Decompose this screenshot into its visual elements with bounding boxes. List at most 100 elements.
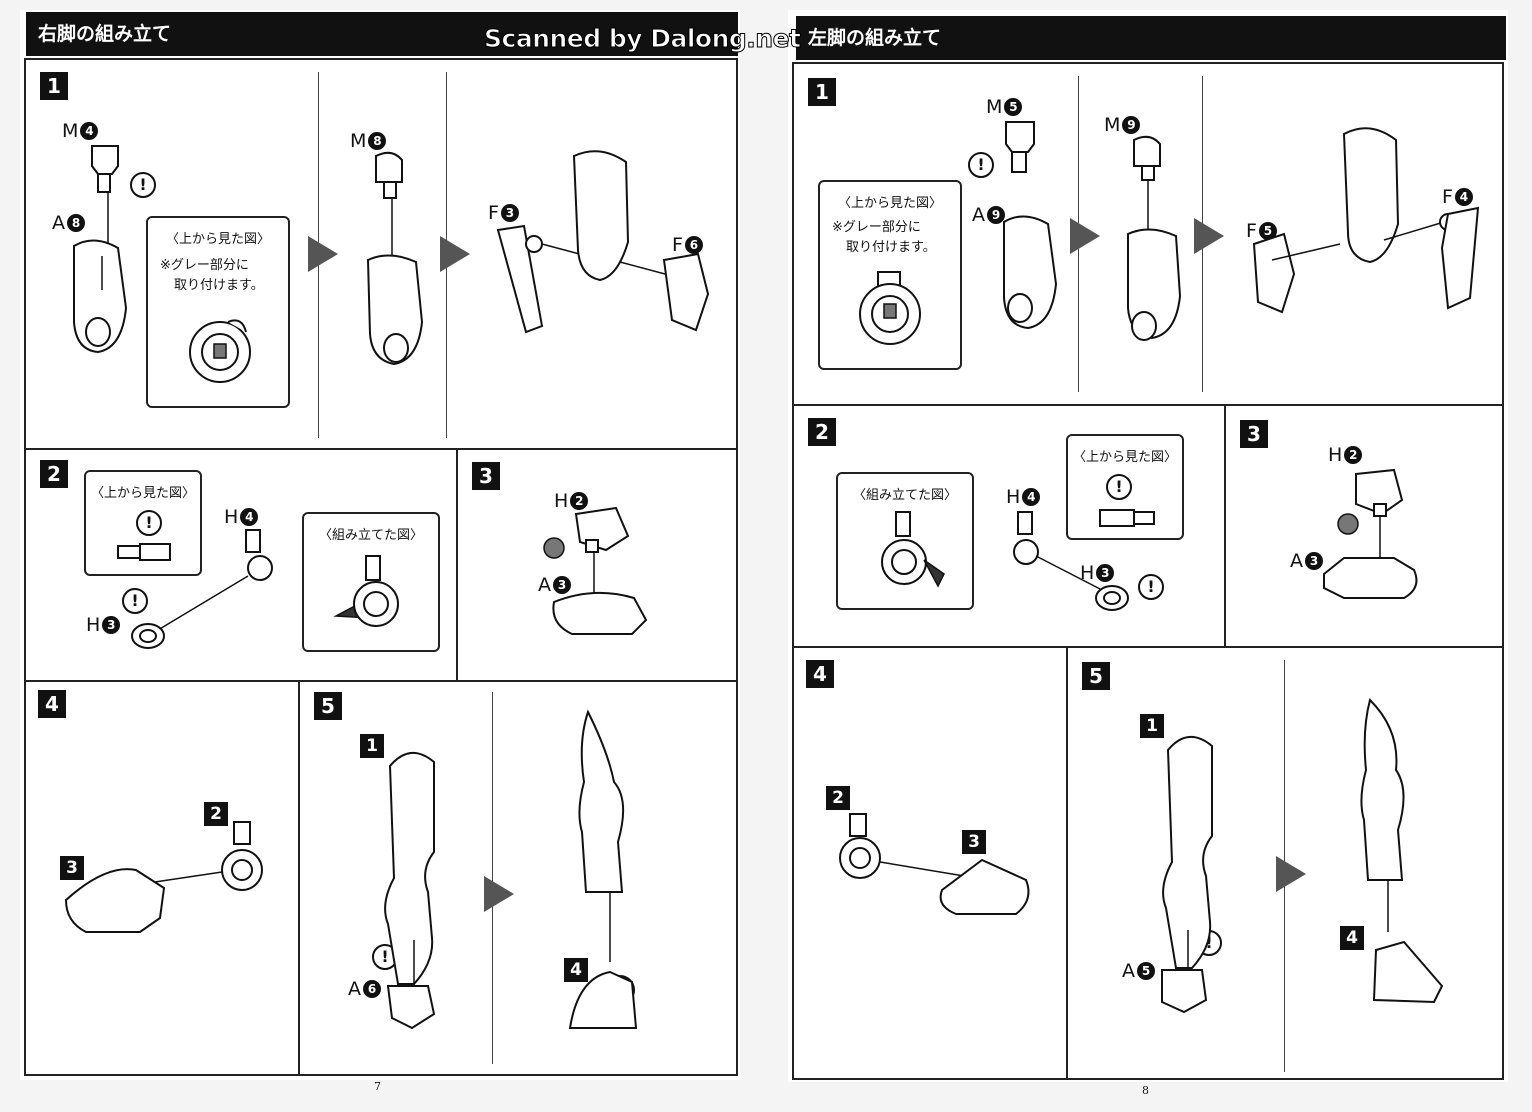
caution-icon: ! (968, 152, 994, 178)
top-view-callout: 〈上から見た図〉 ! (1066, 434, 1184, 540)
part-number: 4 (80, 122, 99, 140)
callout-note: ※グレー部分に (160, 258, 249, 273)
part-m8-illustration (366, 151, 424, 366)
next-arrow-icon (440, 236, 470, 272)
caution-icon: ! (136, 510, 162, 536)
sub-part-number-1: 1 (1140, 714, 1164, 738)
step-number-4: 4 (38, 690, 66, 718)
top-view-illustration (189, 319, 251, 383)
part-letter: H (224, 506, 239, 528)
part-number: 6 (363, 980, 381, 998)
part-number: 9 (987, 206, 1005, 224)
leg-part-a9-illustration (1003, 215, 1058, 330)
part-number: 2 (1344, 446, 1363, 464)
part-letter: M (62, 120, 79, 142)
next-arrow-icon (308, 236, 338, 272)
divider (24, 680, 738, 682)
part-number: 8 (67, 214, 85, 232)
step-number-5: 5 (314, 692, 342, 720)
thigh-assembly-illustration (1252, 127, 1480, 314)
part-letter: H (86, 614, 101, 636)
next-arrow-icon (1194, 218, 1224, 254)
sub-part-number-2: 2 (204, 802, 228, 826)
assembled-view-callout: 〈組み立てた図〉 (302, 512, 440, 652)
part-m9-illustration (1127, 135, 1182, 341)
callout-note: ※グレー部分に (832, 220, 921, 235)
top-view-illustration (1099, 509, 1155, 527)
part-number: 5 (1004, 98, 1023, 116)
divider (792, 646, 1504, 648)
divider (1224, 404, 1226, 646)
assembled-leg-illustration (1360, 698, 1444, 1004)
part-letter: M (350, 130, 367, 152)
part-letter: A (972, 204, 985, 226)
foot-h2-a3-illustration (543, 506, 648, 635)
sub-part-number-4: 4 (564, 958, 588, 982)
step-number-2: 2 (808, 418, 836, 446)
caution-icon: ! (1138, 574, 1164, 600)
left-steps-frame (24, 58, 738, 1076)
watermark: Scanned by Dalong.net (484, 24, 802, 54)
page-number: 8 (1142, 1084, 1149, 1097)
part-m4-illustration (91, 145, 119, 290)
top-view-illustration (859, 271, 921, 345)
callout-note: 取り付けます。 (174, 278, 264, 293)
divider (24, 448, 738, 450)
full-leg-illustration (1161, 736, 1213, 1014)
sub-part-number-3: 3 (60, 856, 84, 880)
part-number: 8 (368, 132, 387, 150)
part-letter: A (1122, 960, 1135, 982)
caution-icon: ! (130, 172, 156, 198)
part-number: 3 (1305, 552, 1323, 570)
callout-title: 〈組み立てた図〉 (852, 488, 957, 503)
caution-icon: ! (122, 588, 148, 614)
step-number-1: 1 (808, 78, 836, 106)
callout-title: 〈上から見た図〉 (90, 486, 195, 501)
part-letter: F (488, 202, 499, 224)
divider (792, 404, 1504, 406)
joint-h4-h3-illustration (131, 529, 273, 649)
top-view-illustration (117, 543, 171, 561)
next-arrow-icon (484, 876, 514, 912)
assembled-view-illustration (333, 555, 399, 627)
step-number-3: 3 (472, 462, 500, 490)
assembled-view-callout: 〈組み立てた図〉 (836, 472, 974, 610)
step-number-3: 3 (1240, 420, 1268, 448)
caution-icon: ! (1106, 474, 1132, 500)
part-number: 9 (1122, 116, 1141, 134)
step-number-1: 1 (40, 72, 68, 100)
part-letter: A (538, 574, 551, 596)
callout-title: 〈上から見た図〉 (165, 232, 270, 247)
divider (298, 680, 300, 1076)
part-letter: F (672, 234, 683, 256)
page-number: 7 (374, 1080, 381, 1093)
part-letter: H (554, 490, 569, 512)
part-number: 3 (1096, 564, 1115, 582)
next-arrow-icon (1276, 856, 1306, 892)
part-number: 4 (1022, 488, 1041, 506)
part-letter: A (52, 212, 65, 234)
full-leg-illustration (384, 752, 436, 1030)
part-letter: F (1442, 186, 1453, 208)
part-letter: A (348, 978, 361, 1000)
part-letter: H (1080, 562, 1095, 584)
part-number: 3 (500, 204, 519, 222)
part-number: 4 (240, 508, 259, 526)
assembled-leg-illustration (568, 709, 638, 1029)
